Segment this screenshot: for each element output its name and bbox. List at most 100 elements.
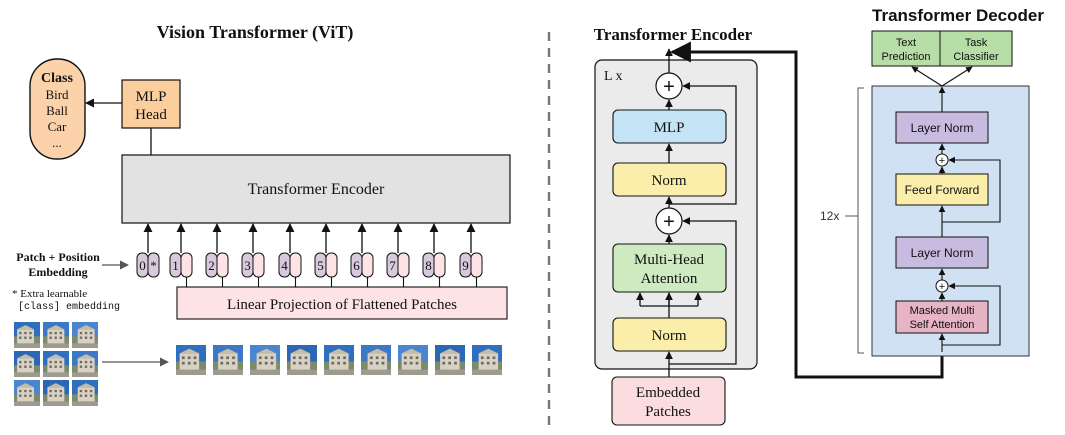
masked-attention-box: Masked Multi Self Attention [895, 300, 989, 334]
encoder-flow-arrows [636, 48, 737, 377]
vit-encoder-label: Transformer Encoder [248, 181, 385, 198]
layer-norm-mid-box: Layer Norm [895, 236, 989, 269]
image-patch-tile [435, 345, 465, 375]
token-number: 2 [208, 258, 215, 273]
norm-bottom-box: Norm [612, 317, 727, 352]
embedded-patches-box: Embedded Patches [611, 376, 726, 426]
vit-encoder-box: Transformer Encoder [121, 154, 511, 224]
extra-note-1: * Extra learnable [12, 288, 87, 300]
repeat-bracket [845, 87, 864, 354]
plus-lower: + [663, 211, 675, 233]
norm-bottom-label: Norm [652, 328, 687, 344]
feed-forward-box: Feed Forward [895, 173, 989, 206]
class-item: Bird [45, 87, 69, 102]
dec-plus-upper: + [939, 155, 945, 167]
vit-arrows [143, 223, 478, 287]
task-classifier-box: Task Classifier [939, 30, 1013, 67]
mha-line1: Multi-Head [634, 252, 704, 268]
image-patch-tile [72, 322, 98, 348]
image-patch-tile [398, 345, 428, 375]
patch-token: 2 [205, 252, 229, 278]
decoder-repeat-label: 12x [820, 209, 839, 223]
patch-token: 9 [459, 252, 483, 278]
image-patch-tile [176, 345, 206, 375]
layer-norm-top-box: Layer Norm [895, 111, 989, 144]
linear-projection-box: Linear Projection of Flattened Patches [176, 286, 508, 320]
vit-title: Vision Transformer (ViT) [157, 22, 354, 43]
mlp-head-box: MLP Head [121, 79, 181, 129]
encoder-decoder-connector [672, 50, 944, 379]
token-number: 0 [139, 258, 146, 273]
masked-attn-line2: Self Attention [910, 319, 975, 331]
patch-pos-label-1: Patch + Position [16, 250, 100, 264]
cls-star: * [150, 258, 157, 273]
mlp-label: MLP [654, 120, 685, 136]
flattened-patches-row [176, 345, 502, 375]
norm-top-label: Norm [652, 173, 687, 189]
dec-add-circle-lower: + [935, 279, 949, 293]
embedded-line2: Patches [645, 404, 691, 420]
token-number: 8 [425, 258, 432, 273]
task-classifier-line2: Classifier [953, 51, 999, 63]
extra-note-2: [class] embedding [18, 301, 120, 313]
image-patch-tile [14, 351, 40, 377]
image-patch-tile [72, 351, 98, 377]
masked-attn-line1: Masked Multi [910, 305, 975, 317]
image-patch-tile [14, 322, 40, 348]
norm-top-box: Norm [612, 162, 727, 197]
image-patch-tile [213, 345, 243, 375]
patch-token: 6 [350, 252, 374, 278]
cls-token: 0* [136, 252, 160, 278]
task-classifier-line1: Task [965, 37, 988, 49]
token-number: 3 [244, 258, 251, 273]
image-patch-tile [14, 380, 40, 406]
decoder-flow-arrows [911, 66, 1001, 352]
mlp-head-line2: Head [135, 107, 167, 123]
text-prediction-box: Text Prediction [871, 30, 941, 67]
layer-norm-mid-label: Layer Norm [911, 246, 974, 260]
dec-plus-lower: + [939, 281, 945, 293]
mlp-head-line1: MLP [136, 89, 167, 105]
class-item: ... [52, 135, 62, 150]
patch-token: 5 [314, 252, 338, 278]
patch-token: 1 [169, 252, 193, 278]
add-circle-lower: + [655, 207, 683, 235]
encoder-title: Transformer Encoder [594, 25, 753, 44]
image-patch-tile [43, 380, 69, 406]
token-number: 4 [281, 258, 288, 273]
embedded-line1: Embedded [636, 385, 701, 401]
image-patch-tile [361, 345, 391, 375]
multi-head-attention-box: Multi-Head Attention [612, 243, 727, 293]
text-prediction-line2: Prediction [882, 51, 931, 63]
mlp-box: MLP [612, 109, 727, 144]
plus-upper: + [663, 76, 675, 98]
linear-projection-label: Linear Projection of Flattened Patches [227, 297, 457, 313]
image-patch-tile [324, 345, 354, 375]
image-patch-tile [43, 322, 69, 348]
token-number: 7 [389, 258, 396, 273]
class-output-box: Class Bird Ball Car ... [29, 58, 86, 160]
patch-token: 3 [241, 252, 265, 278]
patch-token: 8 [422, 252, 446, 278]
token-number: 5 [317, 258, 324, 273]
mha-line2: Attention [641, 271, 698, 287]
decoder-title: Transformer Decoder [872, 6, 1044, 25]
input-image-grid [14, 322, 98, 406]
image-patch-tile [287, 345, 317, 375]
class-item: Car [48, 119, 67, 134]
add-circle-upper: + [655, 72, 683, 100]
text-prediction-line1: Text [896, 37, 916, 49]
feed-forward-label: Feed Forward [905, 183, 980, 197]
image-patch-tile [72, 380, 98, 406]
image-patch-tile [472, 345, 502, 375]
patch-token: 7 [386, 252, 410, 278]
patch-token: 4 [278, 252, 302, 278]
encoder-repeat-label: L x [604, 69, 623, 84]
class-title: Class [41, 71, 73, 86]
token-number: 9 [462, 258, 469, 273]
token-number: 6 [353, 258, 360, 273]
patch-pos-label-2: Embedding [28, 265, 87, 279]
layer-norm-top-label: Layer Norm [911, 121, 974, 135]
